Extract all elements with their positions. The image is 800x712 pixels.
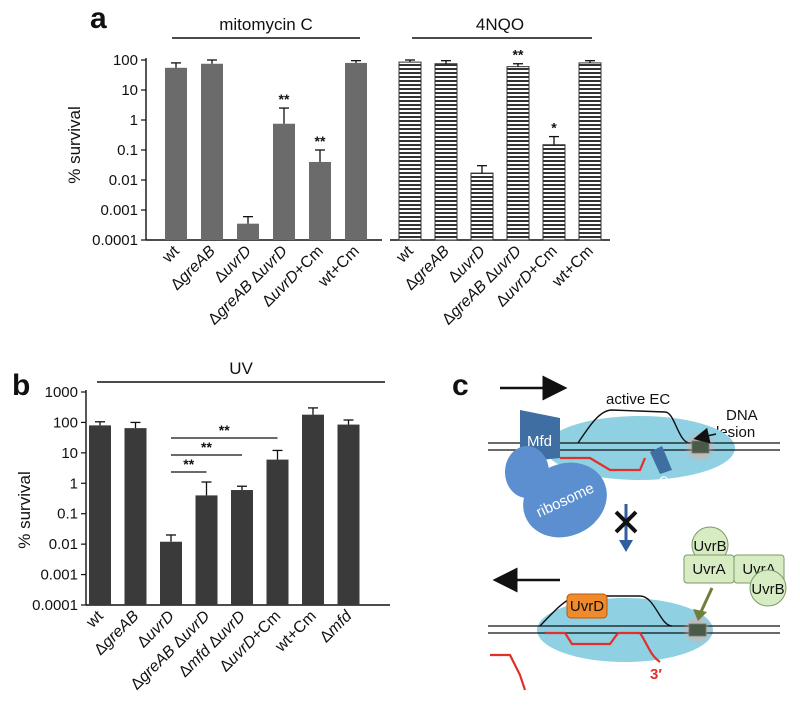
chart-a-ytick-label: 100 [113, 52, 138, 69]
chart-b-comparison-label: ** [183, 456, 194, 472]
chart-a-bar [398, 61, 422, 241]
uvrd-shape [566, 593, 608, 619]
rna-top [560, 456, 647, 472]
chart-b-ytick-label: 100 [53, 414, 78, 431]
chart-b-comparison-label: ** [201, 439, 212, 455]
chart-a-significance: * [551, 120, 557, 136]
uvrd-label: UvrD [570, 598, 604, 615]
dna-lesion-label-line1: DNA [726, 407, 758, 424]
chart-a-bar [165, 67, 187, 240]
dna-bubble-top [577, 409, 691, 444]
chart-b-comparison-label: ** [219, 422, 230, 438]
uvrb-bottom-label: UvrB [751, 581, 784, 598]
chart-b-bar [302, 414, 324, 605]
chart-a-bar [345, 62, 367, 240]
chart-a-bar [470, 172, 494, 241]
three-prime-label: 3′ [650, 666, 662, 683]
panel-letter-b: b [12, 369, 30, 402]
dna-lesion-top [691, 440, 710, 454]
chart-b-title: UV [229, 359, 253, 378]
chart-b-ytick-label: 0.0001 [32, 597, 78, 614]
chart-a-significance: ** [315, 133, 326, 149]
chart-a-group2-label: 4NQO [476, 15, 524, 34]
chart-b-category-label: Δmfd [317, 607, 356, 646]
rna-bottom [545, 631, 661, 663]
chart-a-ytick-label: 0.01 [109, 172, 138, 189]
ribosome-large-subunit [523, 462, 607, 538]
uvra-left-label: UvrA [692, 561, 725, 578]
chart-b-ytick-label: 0.01 [49, 536, 78, 553]
lesion-pointer-arrow [693, 427, 717, 444]
chart-a-bar [434, 63, 458, 241]
active-ec-label: active EC [606, 391, 670, 408]
uvrb-bottom-shape [749, 569, 787, 607]
chart-b: % survival UV 1000 100 10 1 0.1 0.01 0.001 0.00… [15, 359, 390, 693]
chart-a-ylabel: % survival [65, 106, 84, 183]
uvrb-top-label: UvrB [693, 538, 726, 555]
chart-a-bar [506, 66, 530, 241]
blocked-arrow-head [619, 540, 633, 552]
chart-b-ytick-label: 10 [61, 445, 78, 462]
chart-a-bar [309, 161, 331, 240]
chart-b-bar [231, 490, 253, 605]
chart-b-bar [89, 425, 111, 605]
chart-a-bar [237, 223, 259, 240]
elongation-complex-top [545, 416, 735, 480]
chart-b-ytick-label: 0.001 [40, 567, 78, 584]
block-cross-b [614, 510, 638, 534]
chart-b-bar [160, 541, 182, 605]
dna-bubble-bottom [539, 595, 673, 627]
chart-b-bar [266, 459, 289, 605]
chart-b-ytick-label: 1000 [45, 384, 78, 401]
chart-b-category-label: wt [83, 607, 107, 631]
chart-a-bar [578, 62, 602, 241]
chart-b-ylabel: % survival [15, 471, 34, 548]
chart-a-ytick-label: 10 [121, 82, 138, 99]
chart-a-bar [201, 63, 223, 240]
chart-a-category-label: wt [159, 242, 183, 266]
gre-shape [650, 446, 672, 474]
chart-a-group1-label: mitomycin C [219, 15, 313, 34]
rna-tail-bottom [490, 653, 527, 691]
chart-a-ytick-label: 0.0001 [92, 232, 138, 249]
chart-a-significance: ** [279, 91, 290, 107]
chart-a: % survival mitomycin C 4NQO 100 10 1 0.1 0.0… [65, 15, 610, 328]
panel-letter-c: c [452, 369, 469, 402]
chart-a-category-label: wt [393, 242, 417, 266]
chart-b-ytick-label: 1 [70, 475, 78, 492]
chart-a-ytick-label: 1 [130, 112, 138, 129]
chart-b-bar [195, 495, 218, 605]
panel-letter-a: a [90, 2, 107, 35]
recruit-arrow-head [693, 609, 707, 621]
recruit-arrow-shaft [698, 587, 714, 615]
chart-b-bar [124, 428, 147, 605]
chart-a-ytick-label: 0.001 [100, 202, 138, 219]
chart-b-bar [337, 424, 360, 605]
chart-b-ytick-label: 0.1 [57, 506, 78, 523]
diagram-c: active EC DNA lesion Mfd ribosome Gre 3′ [488, 375, 787, 691]
mfd-label: Mfd [527, 433, 552, 450]
chart-a-ytick-label: 0.1 [117, 142, 138, 159]
dna-lesion-bottom [688, 623, 707, 637]
chart-a-bar [273, 123, 295, 240]
chart-a-bar [542, 144, 566, 241]
chart-a-significance: ** [513, 47, 524, 63]
